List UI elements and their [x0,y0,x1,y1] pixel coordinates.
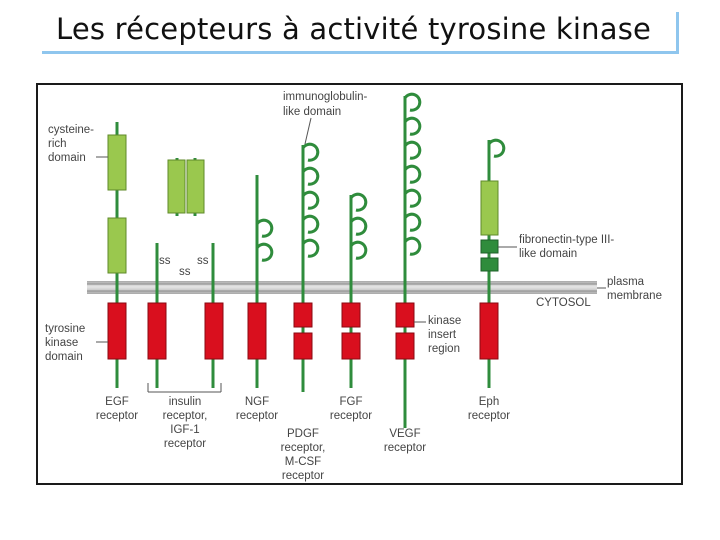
vegf-ig-loop-6 [403,212,422,232]
cysteine-label-2: rich [48,138,67,150]
insulin-name-2: receptor, [163,410,208,422]
pdgf-name-1: PDGF [287,428,319,440]
insulin-name-4: receptor [164,438,206,450]
vegf-ig-loop-3 [403,140,422,160]
insulin-name-1: insulin [169,396,202,408]
insulin-cysteine-domain-right [186,159,205,214]
insulin-receptor [147,158,224,393]
vegf-receptor [395,92,422,428]
eph-receptor [479,138,506,388]
eph-fibronectin-domain-1 [480,239,499,254]
egf-name-2: receptor [96,410,138,422]
eph-cysteine-domain [480,180,499,236]
pdgf-kinase-domain-2 [293,332,313,360]
title-underline [42,51,678,54]
pdgf-name-2: receptor, [281,442,326,454]
pdgf-name-4: receptor [282,470,324,482]
fibronectin-label-2: like domain [519,248,577,260]
pdgf-ig-loop-4 [301,214,320,234]
insulin-cysteine-domain-left [167,159,186,214]
slide-title: Les récepteurs à activité tyrosine kinas… [56,12,652,46]
eph-name-1: Eph [479,396,499,408]
egf-receptor [107,122,127,388]
fgf-receptor [341,192,368,388]
vegf-name-1: VEGF [389,428,420,440]
vegf-name-2: receptor [384,442,426,454]
ngf-name-2: receptor [236,410,278,422]
tk-label-2: kinase [45,337,78,349]
ss-label-2: ss [179,266,191,278]
ig-label-1: immunoglobulin- [283,91,368,103]
membrane-label-1: plasma [607,276,645,288]
ngf-name-1: NGF [245,396,269,408]
egf-cysteine-domain-1 [107,134,127,191]
pdgf-name-3: M-CSF [285,456,321,468]
ig-label-2: like domain [283,106,341,118]
pdgf-ig-loop-2 [301,166,320,186]
plasma-membrane [87,281,597,294]
ngf-ig-loop-2 [255,242,274,262]
vegf-ig-loop-7 [403,236,422,256]
kinase-insert-label-1: kinase [428,315,461,327]
insulin-kinase-domain-left [147,302,167,360]
ngf-receptor [247,175,274,388]
cysteine-label-1: cysteine- [48,124,94,136]
fgf-name-2: receptor [330,410,372,422]
fgf-name-1: FGF [340,396,363,408]
vegf-kinase-domain-1 [395,302,415,328]
cytosol-label: CYTOSOL [536,297,591,309]
vegf-ig-loop-2 [403,116,422,136]
fgf-ig-loop-3 [349,240,368,260]
fgf-kinase-domain-2 [341,332,361,360]
insulin-name-3: IGF-1 [170,424,199,436]
ngf-ig-loop-1 [255,218,274,238]
cysteine-label-3: domain [48,152,86,164]
ngf-kinase-domain [247,302,267,360]
pdgf-receptor [293,142,320,392]
fgf-kinase-domain-1 [341,302,361,328]
egf-cysteine-domain-2 [107,217,127,274]
eph-name-2: receptor [468,410,510,422]
vegf-ig-loop-5 [403,188,422,208]
eph-kinase-domain [479,302,499,360]
insulin-kinase-domain-right [204,302,224,360]
eph-fibronectin-domain-2 [480,257,499,272]
eph-ig-loop [487,138,506,158]
kinase-insert-label-2: insert [428,329,457,341]
kinase-insert-label-3: region [428,343,460,355]
membrane-label-2: membrane [607,290,662,302]
pdgf-ig-loop-5 [301,238,320,258]
fibronectin-label-1: fibronectin-type III- [519,234,614,246]
ss-label-1: ss [159,255,171,267]
egf-name-1: EGF [105,396,129,408]
ss-label-3: ss [197,255,209,267]
pdgf-ig-loop-1 [301,142,320,162]
vegf-ig-loop-1 [403,92,422,112]
vegf-kinase-domain-2 [395,332,415,360]
pointer-ig-domain [304,117,312,145]
pdgf-ig-loop-3 [301,190,320,210]
vegf-ig-loop-4 [403,164,422,184]
tk-label-3: domain [45,351,83,363]
fgf-ig-loop-1 [349,192,368,212]
egf-kinase-domain [107,302,127,360]
tk-label-1: tyrosine [45,323,85,335]
fgf-ig-loop-2 [349,216,368,236]
pdgf-kinase-domain-1 [293,302,313,328]
title-side-rule [676,12,679,54]
